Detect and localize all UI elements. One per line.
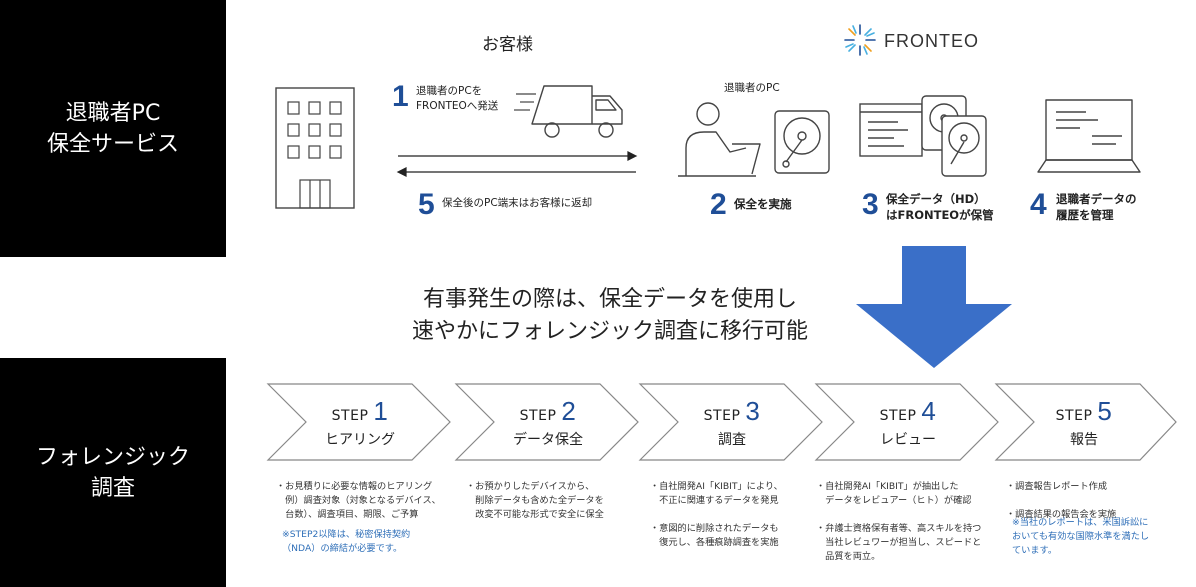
step-4-description: ・自社開発AI「KIBIT」が抽出した データをレビュアー（ヒト）が確認 ・弁護…	[816, 481, 982, 562]
hard-drive-icon	[774, 110, 830, 174]
laptop-icon	[1037, 99, 1141, 173]
step-2-number: 2	[561, 396, 577, 426]
truck-icon	[514, 85, 623, 138]
fronteo-logo-icon	[842, 22, 878, 58]
flow-step-4-text: 退職者データの 履歴を管理	[1056, 192, 1137, 222]
flow-step-5-text: 保全後のPC端末はお客様に返却	[442, 197, 593, 209]
customer-heading: お客様	[482, 35, 533, 55]
step-4-title: レビュー	[880, 432, 936, 448]
step-4-label: STEP	[879, 408, 917, 424]
step-5-description: ・調査報告レポート作成 ・調査結果の報告会を実施	[1006, 481, 1117, 520]
down-arrow-icon	[856, 246, 1012, 368]
shipping-arrows	[396, 151, 638, 177]
flow-step-2-number: 2	[710, 188, 727, 221]
step-1-chevron	[266, 383, 451, 461]
step-5-chevron	[994, 383, 1177, 461]
step-3-title: 調査	[718, 432, 746, 448]
flow-step-1-number: 1	[392, 80, 409, 113]
step-5-number: 5	[1097, 396, 1113, 426]
step-1-note: ※STEP2以降は、秘密保持契約 （NDA）の締結が必要です。	[282, 529, 411, 554]
step-3-label: STEP	[703, 408, 741, 424]
step-5-header: STEP 5 報告	[1026, 396, 1142, 449]
flow-step-3-text: 保全データ（HD） はFRONTEOが保管	[886, 192, 994, 222]
flow-step-1-text: 退職者のPCを FRONTEOへ発送	[416, 85, 499, 112]
step-1-description: ・お見積りに必要な情報のヒアリング 例）調査対象（対象となるデバイス、 台数）、…	[276, 481, 441, 520]
step-4-number: 4	[921, 396, 937, 426]
data-storage-icon	[859, 95, 987, 177]
step-3-header: STEP 3 調査	[672, 396, 792, 449]
flow-step-2-text: 保全を実施	[734, 197, 792, 211]
step-4-chevron	[814, 383, 999, 461]
service-panel-forensics: フォレンジック 調査	[0, 358, 226, 587]
flow-step-5-number: 5	[418, 188, 435, 221]
flow-step-3-number: 3	[862, 188, 879, 221]
flow-step-4-number: 4	[1030, 188, 1047, 221]
step-1-title: ヒアリング	[325, 432, 395, 448]
step-4-header: STEP 4 レビュー	[848, 396, 968, 449]
building-icon	[275, 87, 355, 209]
step-1-label: STEP	[331, 408, 369, 424]
step-3-number: 3	[745, 396, 761, 426]
service-panel-preservation: 退職者PC 保全サービス	[0, 0, 226, 257]
step-2-description: ・お預かりしたデバイスから、 削除データも含めた全データを 改変不可能な形式で安…	[466, 481, 604, 520]
step-2-header: STEP 2 データ保全	[488, 396, 608, 449]
step-2-label: STEP	[519, 408, 557, 424]
retiree-pc-label: 退職者のPC	[724, 82, 780, 94]
person-at-pc-icon	[678, 102, 761, 177]
step-2-title: データ保全	[513, 432, 583, 448]
step-5-title: 報告	[1070, 432, 1098, 448]
step-2-chevron	[454, 383, 639, 461]
transition-message: 有事発生の際は、保全データを使用し 速やかにフォレンジック調査に移行可能	[411, 287, 808, 344]
fronteo-logo-text: FRONTEO	[884, 31, 979, 51]
step-3-description: ・自社開発AI「KIBIT」により、 不正に関連するデータを発見 ・意図的に削除…	[650, 481, 783, 548]
step-3-chevron	[638, 383, 823, 461]
step-5-note: ※当社のレポートは、米国訴訟に おいても有効な国際水準を満たし ています。	[1012, 517, 1150, 556]
step-1-header: STEP 1 ヒアリング	[300, 396, 420, 449]
step-1-number: 1	[373, 396, 389, 426]
step-5-label: STEP	[1055, 408, 1093, 424]
